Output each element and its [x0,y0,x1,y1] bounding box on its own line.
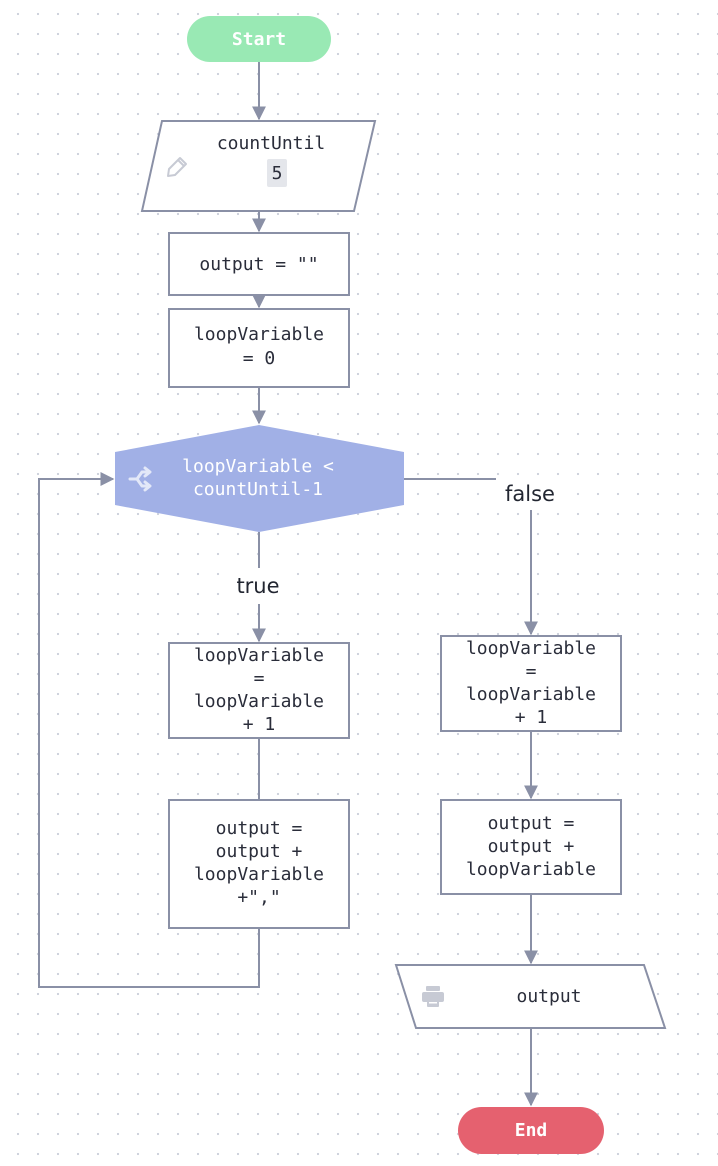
end-label: End [515,1120,548,1141]
output-node[interactable]: output [394,964,667,1029]
edge-label-true: true [228,568,290,604]
output-init-label: output = "" [199,254,318,275]
svg-text:false: false [505,482,555,506]
edge-loop-back [38,472,260,988]
decision-line1: loopVariable < [182,456,334,477]
input-node[interactable]: countUntil 5 [140,120,377,212]
decision-node[interactable]: loopVariable < countUntil-1 [115,425,404,532]
false-append-node[interactable]: output = output + loopVariable [440,799,622,895]
true-append-node[interactable]: output = output + loopVariable +"," [168,799,350,929]
false-increment-line1: loopVariable [466,638,596,659]
true-increment-line3: loopVariable [194,691,324,712]
loop-init-line2: = 0 [243,348,276,369]
false-increment-line4: + 1 [515,707,548,728]
end-node[interactable]: End [458,1107,604,1154]
start-node[interactable]: Start [187,16,331,62]
true-increment-line1: loopVariable [194,645,324,666]
output-label: output [516,986,581,1007]
true-append-line2: output + [216,841,303,862]
true-increment-line2: = [254,668,265,689]
edge-label-false: false [496,476,566,510]
false-append-line2: output + [488,836,575,857]
decision-line2: countUntil-1 [193,479,323,500]
input-variable-label: countUntil [217,133,325,154]
loop-init-node[interactable]: loopVariable = 0 [168,308,350,388]
pencil-icon [167,157,187,177]
false-append-line3: loopVariable [466,859,596,880]
true-append-line1: output = [216,818,303,839]
printer-icon [422,986,444,1007]
input-value: 5 [272,163,283,184]
false-increment-node[interactable]: loopVariable = loopVariable + 1 [440,635,622,732]
true-append-line4: +"," [237,887,280,908]
branch-icon [128,466,152,492]
svg-text:true: true [236,574,279,598]
false-increment-line3: loopVariable [466,684,596,705]
false-append-line1: output = [488,813,575,834]
output-init-node[interactable]: output = "" [168,232,350,296]
false-increment-line2: = [526,661,537,682]
true-increment-line4: + 1 [243,714,276,735]
start-label: Start [232,29,286,50]
loop-init-line1: loopVariable [194,324,324,345]
true-append-line3: loopVariable [194,864,324,885]
true-increment-node[interactable]: loopVariable = loopVariable + 1 [168,642,350,739]
